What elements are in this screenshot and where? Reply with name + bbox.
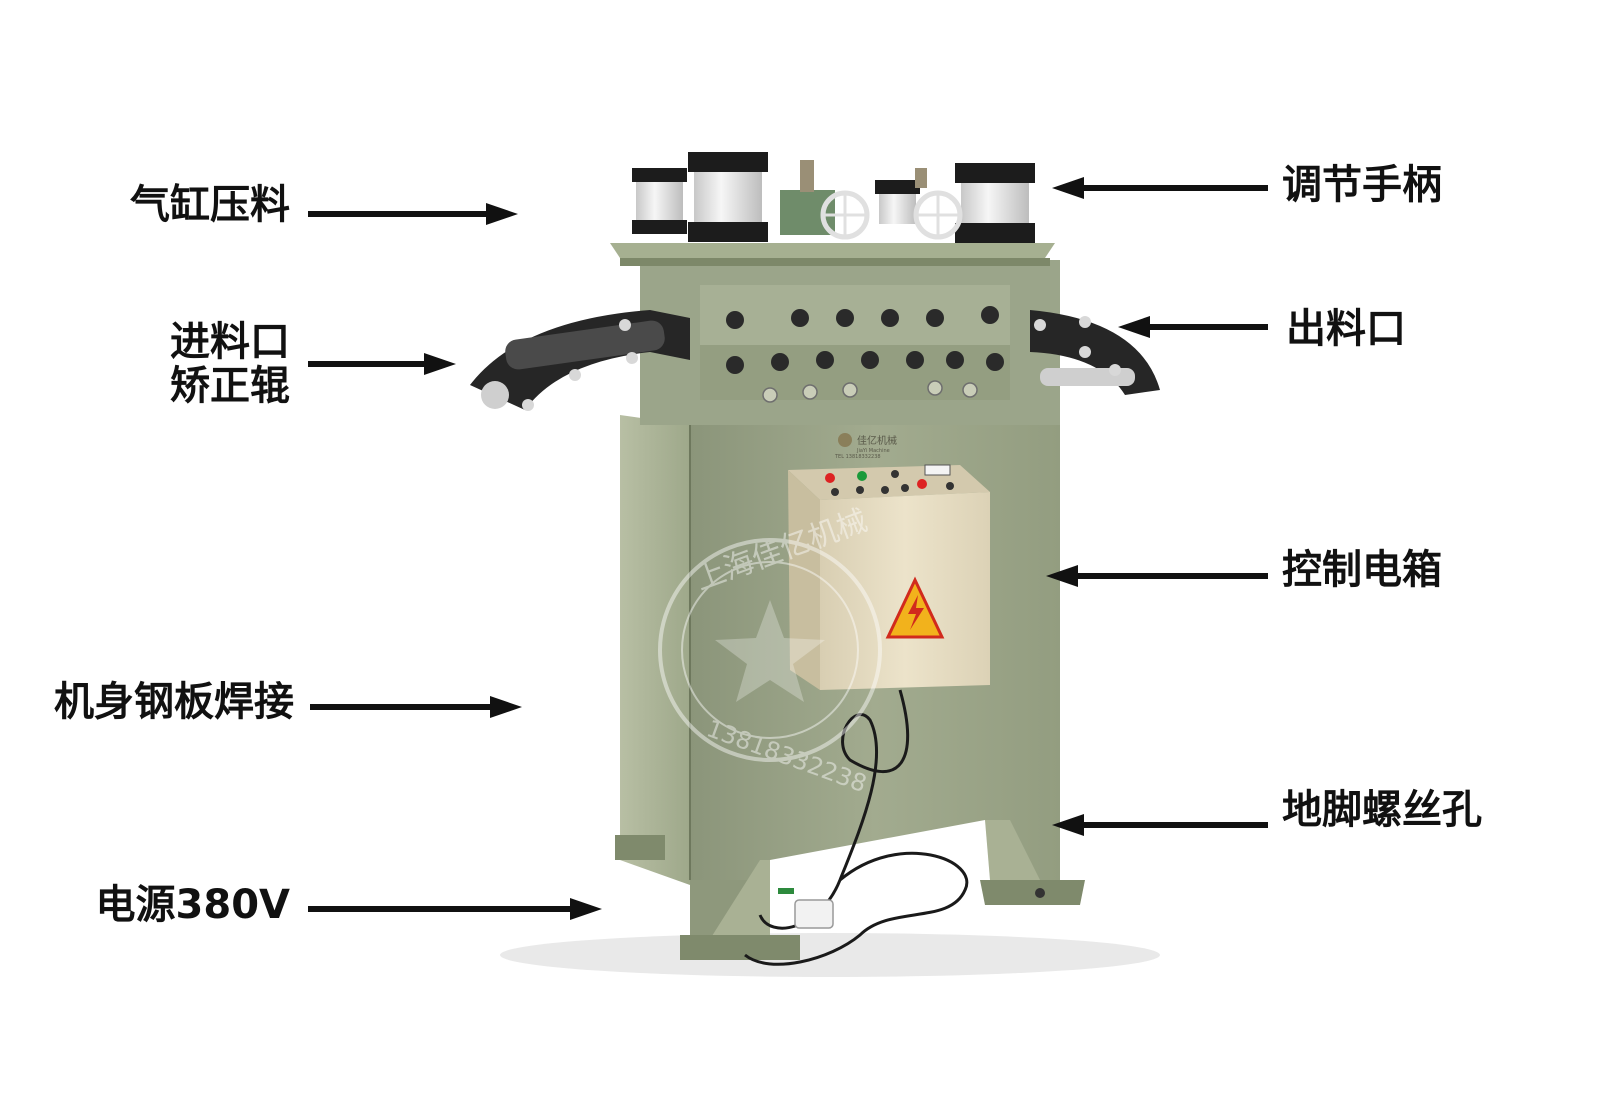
brand-plate-sub: JiaYi Machine <box>856 448 890 454</box>
label-body-welding: 机身钢板焊接 <box>54 679 294 725</box>
arrow-adjust-handle <box>1052 177 1268 199</box>
left-rear-foot <box>615 835 665 860</box>
anchor-hole-right <box>1035 888 1045 898</box>
label-feed-inlet-line2: 矫正辊 <box>170 363 290 409</box>
adjust-bolts <box>762 380 978 403</box>
air-cylinder-right-small <box>875 180 920 224</box>
arrow-outlet <box>1118 316 1268 338</box>
brand-plate-name: 佳亿机械 <box>857 434 897 447</box>
arrow-body-welding <box>310 696 522 718</box>
label-adjust-handle: 调节手柄 <box>1282 162 1442 208</box>
control-buttons <box>825 464 954 496</box>
arrow-feed-inlet <box>308 353 456 375</box>
arrow-cylinder-press <box>308 203 518 225</box>
arrow-control-box <box>1046 565 1268 587</box>
air-cylinder-left <box>688 152 768 242</box>
handwheel-left <box>820 190 870 240</box>
brand-plate: 佳亿机械 JiaYi Machine TEL 13818332238 <box>834 433 897 460</box>
label-power: 电源380V <box>95 882 290 928</box>
top-plate <box>610 243 1055 258</box>
air-cylinder-right <box>955 163 1035 243</box>
right-foot-flange <box>980 880 1085 905</box>
power-plug <box>778 888 834 929</box>
label-anchor-holes: 地脚螺丝孔 <box>1282 787 1482 833</box>
label-outlet: 出料口 <box>1286 306 1406 352</box>
roller-holes <box>726 306 1004 374</box>
arrow-power <box>308 898 602 920</box>
label-control-box: 控制电箱 <box>1282 547 1442 593</box>
left-foot-flange <box>680 935 800 960</box>
brand-plate-tel: TEL 13818332238 <box>834 454 881 460</box>
arrow-anchor-holes <box>1052 814 1268 836</box>
ground-shadow <box>500 933 1160 977</box>
handwheel-right <box>913 190 963 240</box>
inlet-roller <box>505 320 665 370</box>
air-cylinder-left-small <box>632 168 687 234</box>
body-left-panel <box>620 415 690 885</box>
label-cylinder-press: 气缸压料 <box>130 182 290 228</box>
adjust-screw <box>800 160 814 192</box>
label-feed-inlet-line1: 进料口 <box>170 319 290 365</box>
control-box <box>788 464 990 690</box>
